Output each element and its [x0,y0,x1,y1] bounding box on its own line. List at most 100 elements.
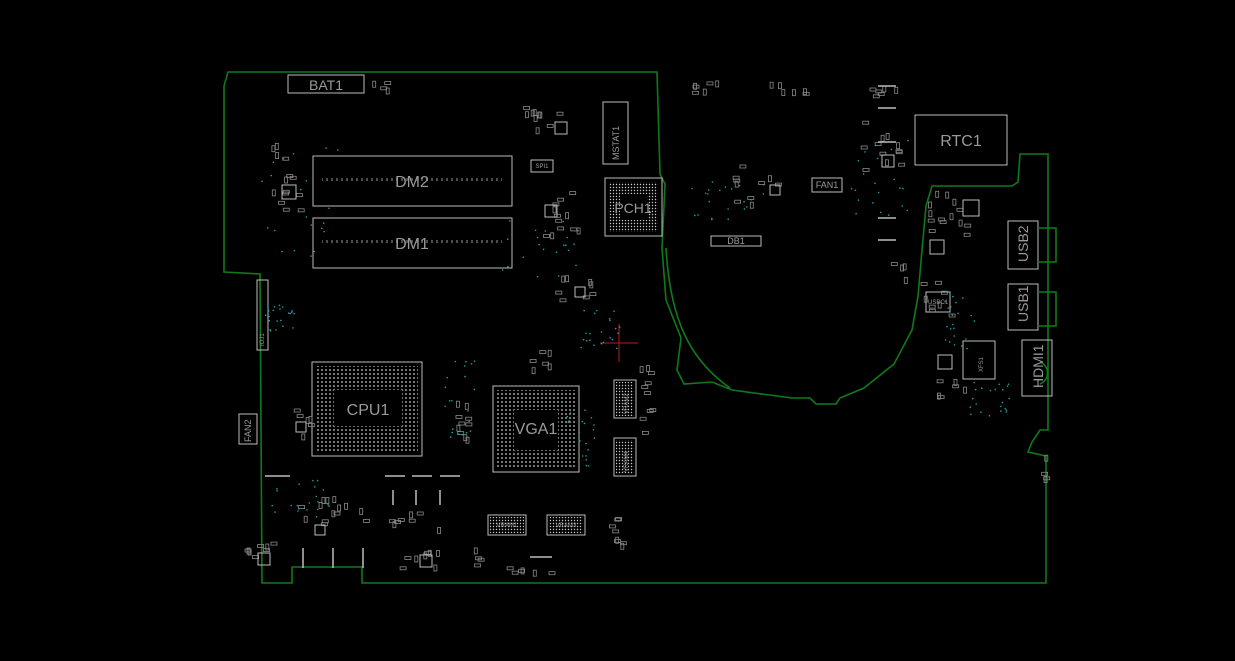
rtc1-battery[interactable]: RTC1 [914,114,1008,166]
via [730,188,733,190]
passive-component [409,511,413,519]
pch1-chip[interactable]: PCH1 [604,177,663,237]
passive-component [895,150,903,155]
spi1-label: SPI1 [535,164,549,170]
passive-component [458,421,466,426]
passive-component [644,381,652,386]
via [315,516,318,518]
via [549,234,551,237]
via [893,178,895,181]
via [952,295,954,298]
fan2-connector[interactable]: FAN2 [238,413,258,445]
via [971,397,974,400]
hdmi1-port[interactable]: HDMI1 [1021,339,1053,397]
via [275,329,277,331]
via [291,310,294,312]
via [850,187,853,190]
passive-component [296,414,304,419]
fan-cutout [665,247,731,389]
via [1007,383,1010,386]
dm2-slot[interactable]: DM2 [312,155,513,207]
passive-component [576,227,581,235]
spi1-chip[interactable]: SPI1 [530,159,554,173]
via [750,198,753,201]
via [296,504,299,507]
via [290,504,293,507]
via [1006,385,1009,387]
passive-component [920,281,928,286]
via [264,314,267,317]
passive-component [875,89,883,94]
fan1-connector[interactable]: FAN1 [811,177,843,193]
passive-component [952,384,960,389]
via [298,507,300,510]
xfs1-label: XFS1 [979,356,985,372]
ioj1-connector[interactable]: IOJ1 [256,279,269,351]
passive-component [535,127,540,135]
via [874,182,876,185]
via [501,269,504,271]
ic-package [544,204,558,218]
cpu1-chip[interactable]: CPU1 [311,361,423,457]
passive-component [384,81,392,85]
via [618,326,621,328]
mstat1-connector[interactable]: MSTAT1 [602,101,629,165]
vram4-chip[interactable]: VRAM4 [613,437,637,477]
db1-connector[interactable]: DB1 [710,235,762,247]
passive-component [561,275,566,283]
via [451,400,453,402]
via [902,187,904,190]
via [957,312,959,315]
passive-component [274,142,279,150]
passive-component [923,295,928,303]
passive-component [642,430,649,435]
via [458,424,461,427]
passive-component [570,227,578,232]
via [509,220,511,222]
passive-component [877,92,885,96]
via [274,511,276,513]
passive-component [936,379,944,384]
via [944,339,947,341]
bat1-connector[interactable]: BAT1 [287,74,365,94]
passive-component [525,111,529,119]
usb1-port[interactable]: USB1 [1007,283,1057,331]
via [743,208,746,210]
passive-component [588,278,593,286]
usb2-port[interactable]: USB2 [1007,220,1057,270]
via [974,388,977,391]
passive-component [937,395,945,400]
vga1-chip[interactable]: VGA1 [492,385,580,473]
passive-component [872,94,880,99]
passive-component [620,542,625,550]
passive-component [644,391,651,396]
passive-component [749,201,754,209]
passive-component [952,198,957,206]
via [288,312,290,315]
dm2-label: DM2 [395,174,429,191]
passive-component [531,367,536,375]
via [321,227,323,230]
passive-component [792,89,796,97]
vram2-chip[interactable]: VRAM2 [613,379,637,419]
passive-component [615,536,620,544]
via [313,486,316,488]
passive-component [928,201,932,209]
dm1-slot[interactable]: DM1 [312,217,513,269]
via [261,180,263,183]
via [616,347,618,350]
vram1-chip[interactable]: VRAM1 [487,514,527,536]
passive-component [894,86,899,94]
via [899,187,901,189]
passive-component [614,517,622,522]
via [281,306,284,308]
passive-component [538,111,543,119]
passive-component [529,359,537,363]
via [581,455,584,457]
passive-component [244,548,252,553]
passive-component [702,88,707,96]
passive-component [321,497,326,505]
xfs1-chip[interactable]: XFS1 [962,340,996,380]
vram3-chip[interactable]: VRAM3 [546,514,586,536]
passive-component [464,402,469,410]
